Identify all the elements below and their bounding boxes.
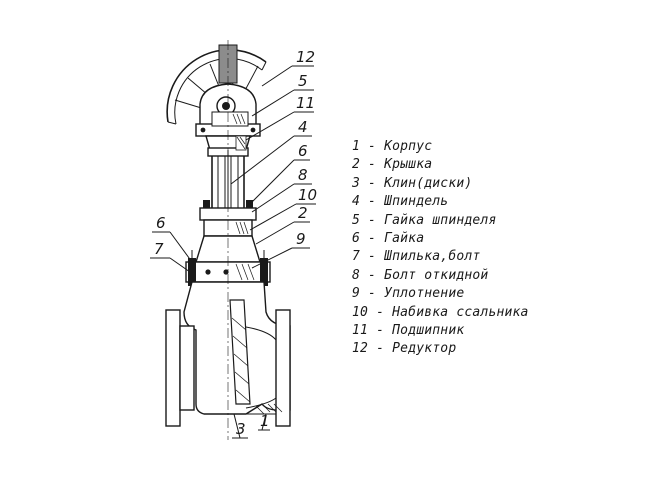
- legend-item: 8 - Болт откидной: [352, 267, 489, 283]
- legend-item: 5 - Гайка шпинделя: [352, 212, 497, 228]
- legend-item: 1 - Корпус: [352, 139, 433, 154]
- leader-lines: [150, 65, 316, 439]
- valve-body: [165, 281, 291, 427]
- callout-10: 10: [298, 186, 317, 204]
- legend-item: 6 - Гайка: [352, 230, 425, 246]
- callout-6-right: 6: [298, 142, 308, 160]
- parts-legend: 1 - Корпус 2 - Крышка 3 - Клин(диски) 4 …: [352, 138, 529, 359]
- legend-item: 2 - Крышка: [352, 157, 433, 173]
- callout-11: 11: [296, 94, 315, 112]
- legend-item: 12 - Редуктор: [352, 341, 457, 357]
- bonnet: [185, 235, 271, 296]
- legend-item: 4 - Шпиндель: [352, 194, 449, 210]
- callout-3: 3: [236, 420, 246, 438]
- callout-6-left: 6: [156, 214, 166, 232]
- legend-item: 9 - Уплотнение: [352, 286, 465, 302]
- reducer-body: [195, 83, 261, 137]
- callout-2: 2: [298, 204, 308, 222]
- handwheel: [166, 49, 267, 125]
- callout-12: 12: [296, 48, 315, 66]
- callout-5: 5: [298, 72, 308, 90]
- callout-1: 1: [260, 412, 270, 430]
- callout-numbers: 12 5 11 4 6 8 10 2 9 6 7 3 1: [154, 48, 317, 438]
- legend-item: 10 - Набивка ссальника: [352, 304, 529, 320]
- legend-item: 7 - Шпилька,болт: [352, 249, 481, 265]
- callout-8: 8: [298, 166, 308, 184]
- callout-4: 4: [298, 118, 308, 136]
- callout-9: 9: [296, 230, 306, 248]
- callout-7: 7: [154, 240, 164, 258]
- legend-item: 3 - Клин(диски): [352, 175, 473, 191]
- legend-item: 11 - Подшипник: [352, 322, 465, 338]
